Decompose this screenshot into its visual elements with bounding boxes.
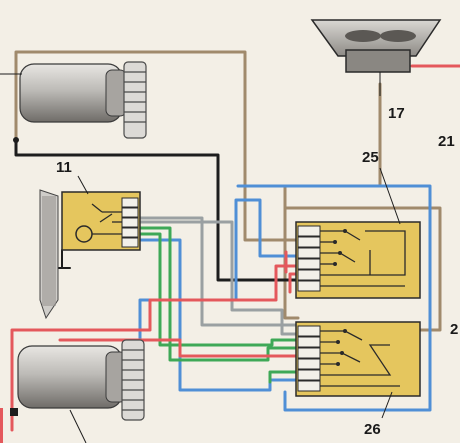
leader-11 xyxy=(77,175,89,195)
label-26: 26 xyxy=(364,421,381,438)
switch-arm xyxy=(42,196,56,306)
motor-top-gear xyxy=(123,61,147,139)
switch-contacts xyxy=(91,203,122,235)
relay-25-terminals xyxy=(297,225,321,292)
motor-bottom xyxy=(10,339,145,443)
motor-bottom-leader xyxy=(69,409,87,443)
wire-blue-right xyxy=(236,184,432,397)
frame-edge xyxy=(0,408,3,443)
wire-blue-bottom xyxy=(283,390,432,412)
wire-tan-motor xyxy=(14,50,300,242)
motor-top-terminal xyxy=(13,137,19,143)
wire-grey-1 xyxy=(138,216,300,327)
relay-26 xyxy=(295,321,421,419)
label-25: 25 xyxy=(362,149,379,166)
motor-top xyxy=(0,61,147,143)
leader-25 xyxy=(379,167,401,225)
wire-grey-2 xyxy=(138,220,300,336)
wire-red-main xyxy=(10,264,300,432)
label-2: 2 xyxy=(450,321,458,338)
motor-top-endcap xyxy=(105,69,127,117)
wire-red-lower xyxy=(58,338,300,358)
wire-black xyxy=(14,138,300,282)
speaker-hole-left xyxy=(345,30,381,42)
wire-green-1 xyxy=(138,226,300,362)
motor-bottom-terminal xyxy=(10,408,18,416)
leader-26 xyxy=(381,391,393,419)
label-21: 21 xyxy=(438,133,455,150)
speaker-hole-right xyxy=(380,30,416,42)
relay-25 xyxy=(295,167,421,299)
wires xyxy=(10,50,460,432)
motor-bottom-gear xyxy=(121,339,145,421)
speaker xyxy=(310,19,442,96)
switch-terminals xyxy=(121,197,139,248)
switch-11 xyxy=(39,175,141,320)
label-11: 11 xyxy=(56,159,72,176)
relay-26-dots xyxy=(336,329,347,366)
wire-blue-upper xyxy=(138,198,300,392)
relay-26-terminals xyxy=(297,325,321,392)
wire-green-3 xyxy=(268,370,300,384)
wire-blue-lower xyxy=(138,238,300,392)
label-17: 17 xyxy=(388,105,405,122)
wire-green-2 xyxy=(138,232,300,347)
relay-25-dots xyxy=(333,229,347,266)
speaker-magnet xyxy=(345,49,411,73)
